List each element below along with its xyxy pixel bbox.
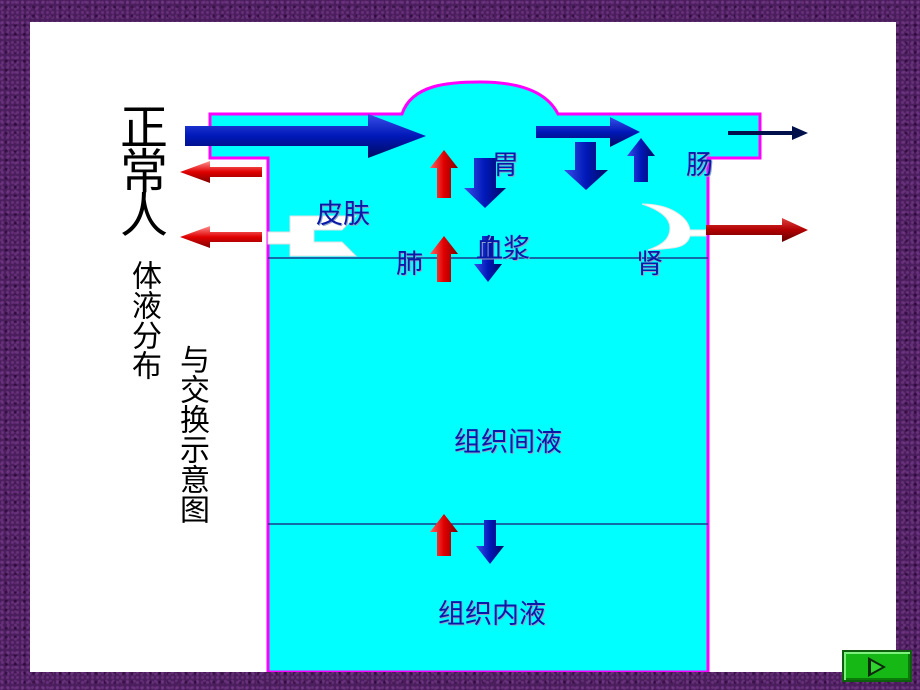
label-skin: 皮肤 — [316, 199, 370, 230]
label-intracellular-fluid: 组织内液 — [438, 599, 546, 630]
fluid-container — [208, 80, 762, 672]
arrow-stomach-to-plasma — [464, 158, 506, 208]
arrow-intracellular-to-interstitial — [430, 514, 458, 556]
arrow-interstitial-to-intracellular — [476, 520, 504, 564]
arrow-skin-loss — [180, 161, 262, 183]
arrow-stomach-to-intestine — [536, 117, 640, 147]
arrow-plasma-to-intestine — [564, 142, 608, 190]
slide-title: 正常人 — [111, 102, 167, 234]
fluid-exchange-diagram — [180, 80, 808, 672]
arrow-plasma-to-interstitial — [474, 236, 502, 282]
arrow-kidney-excretion — [706, 218, 808, 242]
arrow-intake-to-stomach — [185, 114, 426, 158]
label-interstitial-fluid: 组织间液 — [454, 427, 562, 458]
arrow-plasma-to-stomach — [430, 150, 458, 198]
label-stomach: 胃 — [492, 150, 519, 181]
label-kidney: 肾 — [636, 249, 663, 280]
label-lung: 肺 — [396, 249, 423, 280]
play-triangle-icon — [868, 657, 886, 677]
label-plasma: 血浆 — [476, 234, 530, 265]
slide-subtitle-line1: 体液分布 — [126, 260, 161, 380]
slide: 胃 肠 皮肤 血浆 肺 肾 组织间液 组织内液 正常人 体液分布 与交换示意图 — [30, 22, 912, 682]
next-slide-button[interactable] — [842, 650, 912, 682]
lung-symbol — [267, 215, 358, 257]
arrow-excretion-feces — [728, 126, 808, 140]
kidney-symbol — [641, 203, 707, 251]
arrow-interstitial-to-plasma — [430, 236, 458, 282]
arrow-intestine-to-plasma — [627, 138, 655, 182]
label-intestine: 肠 — [686, 150, 713, 181]
slide-subtitle-line2: 与交换示意图 — [174, 344, 209, 524]
arrow-lung-loss — [180, 226, 262, 248]
